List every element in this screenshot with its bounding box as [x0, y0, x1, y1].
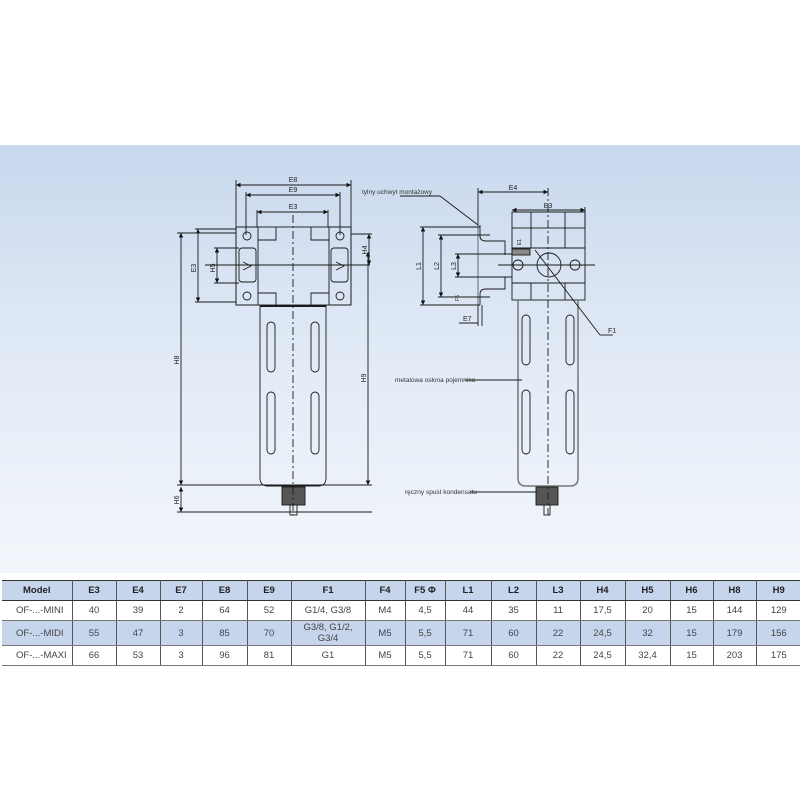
table-cell: M4	[365, 600, 406, 621]
table-cell: G3/8, G1/2, G3/4	[291, 620, 366, 646]
table-cell: 32	[625, 620, 671, 646]
dim-e3-vertical: E3	[191, 264, 198, 273]
column-header: H9	[756, 580, 800, 601]
table-cell: 179	[713, 620, 757, 646]
table-cell: 96	[202, 645, 248, 666]
table-cell: 32,4	[625, 645, 671, 666]
table-cell: 60	[491, 620, 537, 646]
table-cell: 3	[160, 645, 203, 666]
table-cell: M5	[365, 620, 406, 646]
table-cell: OF-...-MIDI	[2, 620, 73, 646]
dim-e1: E1	[517, 239, 523, 245]
column-header: L3	[536, 580, 581, 601]
dim-e7: E7	[463, 316, 472, 323]
table-cell: 175	[756, 645, 800, 666]
dim-h9: H9	[361, 373, 368, 382]
table-cell: 156	[756, 620, 800, 646]
dim-l2: L2	[434, 262, 441, 270]
table-cell: 11	[536, 600, 581, 621]
table-cell: 60	[491, 645, 537, 666]
column-header: F4	[365, 580, 406, 601]
table-cell: 71	[445, 620, 492, 646]
table-cell: 71	[445, 645, 492, 666]
dim-h8: H8	[174, 355, 181, 364]
table-cell: 44	[445, 600, 492, 621]
column-header: F1	[291, 580, 366, 601]
table-cell: OF-...-MAXI	[2, 645, 73, 666]
table-cell: 55	[72, 620, 117, 646]
drawing-background	[0, 145, 800, 573]
table-cell: 39	[116, 600, 161, 621]
table-cell: 15	[670, 620, 714, 646]
table-cell: 4,5	[405, 600, 446, 621]
table-cell: 144	[713, 600, 757, 621]
dim-e9: E9	[289, 187, 298, 194]
table-cell: 70	[247, 620, 292, 646]
table-cell: 15	[670, 600, 714, 621]
dim-e4: E4	[509, 185, 518, 192]
side-view	[400, 188, 613, 516]
dim-l1: L1	[416, 262, 423, 270]
table-cell: 66	[72, 645, 117, 666]
column-header: E9	[247, 580, 292, 601]
table-cell: 3	[160, 620, 203, 646]
column-header: H4	[580, 580, 626, 601]
table-cell: 52	[247, 600, 292, 621]
table-cell: 81	[247, 645, 292, 666]
table-cell: 129	[756, 600, 800, 621]
column-header: E3	[72, 580, 117, 601]
column-header: E8	[202, 580, 248, 601]
table-cell: 5,5	[405, 645, 446, 666]
table-cell: 47	[116, 620, 161, 646]
table-cell: 35	[491, 600, 537, 621]
table-cell: 53	[116, 645, 161, 666]
table-cell: 85	[202, 620, 248, 646]
column-header: Model	[2, 580, 73, 601]
technical-drawing: E8 E9 E3 E3 H5 H4 H8 H9 H6 E4	[174, 177, 616, 516]
table-cell: 64	[202, 600, 248, 621]
table-cell: 22	[536, 645, 581, 666]
front-view	[177, 180, 372, 516]
dim-h4: H4	[362, 245, 369, 254]
table-cell: 17,5	[580, 600, 626, 621]
column-header: F5 Φ	[405, 580, 446, 601]
column-header: H8	[713, 580, 757, 601]
column-header: E7	[160, 580, 203, 601]
table-cell: 24,5	[580, 645, 626, 666]
dim-e8: E8	[289, 177, 298, 184]
table-cell: M5	[365, 645, 406, 666]
column-header: H5	[625, 580, 671, 601]
annotation-drain: ręczny spust kondensatu	[405, 489, 477, 496]
table-cell: OF-...-MINI	[2, 600, 73, 621]
dim-e3: E3	[289, 204, 298, 211]
column-header: E4	[116, 580, 161, 601]
dim-h6: H6	[174, 495, 181, 504]
table-cell: G1	[291, 645, 366, 666]
table-cell: 203	[713, 645, 757, 666]
table-cell: 22	[536, 620, 581, 646]
table-cell: 2	[160, 600, 203, 621]
column-header: L1	[445, 580, 492, 601]
dim-h5: H5	[210, 263, 217, 272]
dim-f5: F5	[455, 295, 461, 301]
table-cell: G1/4, G3/8	[291, 600, 366, 621]
table-cell: 15	[670, 645, 714, 666]
annotation-bowl-guard: metalowa osłona pojemnika	[395, 377, 476, 384]
dim-e3-side: E3	[544, 203, 553, 210]
column-header: L2	[491, 580, 537, 601]
table-cell: 24,5	[580, 620, 626, 646]
table-cell: 40	[72, 600, 117, 621]
table-cell: 20	[625, 600, 671, 621]
table-cell: 5,5	[405, 620, 446, 646]
dim-l3: L3	[451, 262, 458, 270]
column-header: H6	[670, 580, 714, 601]
annotation-bracket: tylny uchwyt montażowy	[362, 189, 433, 196]
dim-f1: F1	[608, 328, 616, 335]
